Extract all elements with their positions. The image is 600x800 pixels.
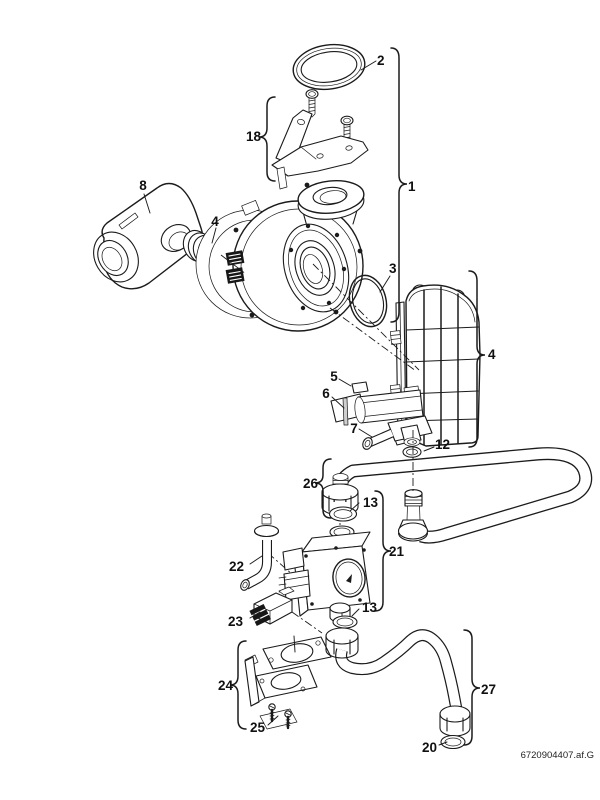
part-label-o-ring: 3 — [389, 261, 397, 276]
part-label-intake-silencer: 8 — [139, 178, 147, 193]
electrical-connector-drawing — [249, 586, 295, 627]
gas-supply-pipe-drawing — [325, 615, 471, 750]
fan-drawing — [195, 180, 365, 332]
plate-part-5 — [351, 381, 369, 394]
leader-lines — [143, 60, 448, 746]
part-label-washer-upper: 13 — [363, 495, 379, 510]
part-label-mounting-plate-set: 24 — [218, 678, 234, 693]
part-label-strip: 6 — [322, 386, 330, 401]
brace-part-24 — [229, 640, 247, 730]
top-gasket-drawing — [292, 43, 366, 91]
part-label-mounting-bracket-set: 18 — [246, 129, 262, 144]
part-label-gas-pipe-elbow: 26 — [303, 476, 319, 491]
brace-part-4 — [468, 270, 486, 448]
brace-part-1 — [390, 47, 408, 323]
part-label-electrical-connector: 23 — [228, 614, 244, 629]
screw-icon — [305, 89, 319, 118]
brace-part-26 — [314, 458, 332, 519]
strip-part-6 — [342, 397, 349, 426]
brace-part-27 — [463, 629, 481, 746]
part-label-screws: 25 — [250, 720, 266, 735]
part-label-washer-lower: 13 — [362, 600, 378, 615]
mounting-plates-drawing — [244, 636, 332, 730]
fan-connector-block — [225, 267, 245, 284]
fan-connector-block — [225, 250, 245, 266]
silencer-drawing — [93, 182, 204, 290]
o-ring-drawing — [348, 274, 388, 328]
part-label-hose: 7 — [350, 421, 358, 436]
part-label-plate: 5 — [330, 369, 338, 384]
gas-valve-drawing — [240, 506, 371, 627]
brace-part-21 — [374, 490, 392, 612]
fan-outlet-flange — [297, 180, 365, 214]
brace-part-18 — [258, 96, 276, 182]
washer-13-upper — [328, 506, 358, 522]
part-label-gas-supply-pipe: 27 — [481, 682, 496, 697]
doc-reference: 6720904407.af.G — [521, 750, 594, 761]
gas-pipe-loop-drawing — [321, 447, 593, 544]
part-label-intake-adapter: 4 — [211, 214, 219, 229]
air-duct-drawing — [330, 284, 481, 458]
small-gasket-12 — [402, 446, 422, 458]
part-label-fan-outlet-gasket: 2 — [377, 53, 385, 68]
part-label-pressure-test-tube: 22 — [229, 559, 244, 574]
part-label-small-gasket: 12 — [435, 437, 450, 452]
bracket-drawing — [271, 89, 369, 190]
part-label-gas-valve: 21 — [389, 544, 405, 559]
part-label-air-duct: 4 — [488, 347, 496, 362]
sealing-washer-20 — [440, 734, 466, 750]
screw-icon — [268, 703, 276, 723]
part-label-sealing-washer: 20 — [422, 740, 437, 755]
braces — [229, 47, 486, 746]
part-label-fan-assembly: 1 — [408, 179, 416, 194]
